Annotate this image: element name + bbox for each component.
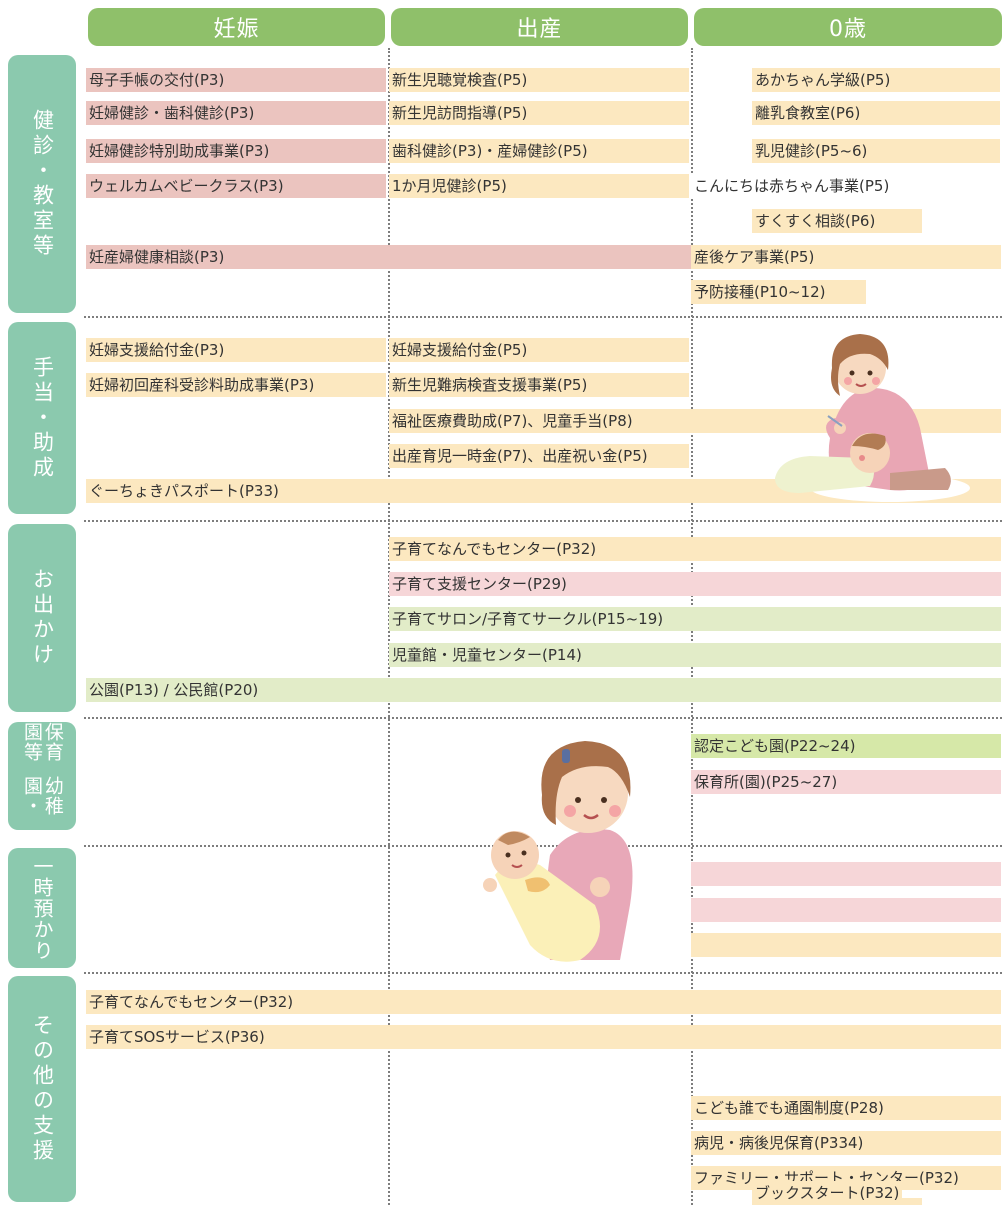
mother-holding-baby-illustration (483, 741, 633, 962)
category-temporary: 一時預かり (8, 848, 76, 968)
category-kindergarten: 幼稚園・ 保育園等 (8, 722, 76, 830)
bar (752, 68, 1000, 92)
item-akachan-gakkyu: あかちゃん学級(P5) (755, 71, 891, 89)
item-kosodate-shien-center: 子育て支援センター(P29) (392, 575, 567, 593)
item-byoji-hoiku: 病児・病後児保育(P334) (694, 1134, 864, 1152)
item-shinseiji-nanbyo: 新生児難病検査支援事業(P5) (392, 376, 588, 394)
bar (389, 643, 1001, 667)
bar (691, 734, 1001, 758)
item-rinyushoku: 離乳食教室(P6) (755, 104, 861, 122)
item-welcome-baby: ウェルカムベビークラス(P3) (89, 177, 284, 195)
bar (389, 572, 1001, 596)
item-jidokan: 児童館・児童センター(P14) (392, 646, 582, 664)
bar (691, 245, 1001, 269)
category-allowance: 手当・助成 (8, 322, 76, 514)
bar (691, 280, 866, 304)
section-divider-5 (84, 972, 1002, 974)
temporary-care-bar-1 (691, 862, 1001, 886)
item-shussan-ikuji: 出産育児一時金(P7)、出産祝い金(P5) (392, 447, 648, 465)
category-outing: お出かけ (8, 524, 76, 712)
item-kodomo-daredemo: こども誰でも通園制度(P28) (694, 1099, 884, 1117)
bar (86, 139, 386, 163)
column-header-pregnancy: 妊娠 (88, 8, 385, 46)
bar (389, 101, 689, 125)
item-guchoki: ぐーちょきパスポート(P33) (89, 482, 279, 500)
item-kosodate-salon: 子育てサロン/子育てサークル(P15~19) (392, 610, 664, 628)
item-konnichiwa: こんにちは赤ちゃん事業(P5) (691, 174, 893, 198)
bar (389, 68, 689, 92)
column-header-age0: 0歳 (694, 8, 1002, 46)
bar (752, 209, 922, 233)
bar (389, 338, 689, 362)
bar (86, 101, 386, 125)
bar (389, 174, 689, 198)
bar (86, 1025, 1001, 1049)
bar (389, 607, 1001, 631)
bar (752, 139, 1000, 163)
category-kindergarten-line2: 保育園等 (21, 722, 64, 762)
item-nintei-kodomoen: 認定こども園(P22~24) (694, 737, 856, 755)
temporary-care-bar-3 (691, 933, 1001, 957)
bar (389, 537, 1001, 561)
bar (691, 770, 1001, 794)
item-nyuji-kenshin: 乳児健診(P5~6) (755, 142, 868, 160)
item-kosodate-nandemo-2: 子育てなんでもセンター(P32) (89, 993, 294, 1011)
bar (86, 373, 386, 397)
bar (691, 1131, 1001, 1155)
column-header-birth: 出産 (391, 8, 688, 46)
item-hoikusho: 保育所(園)(P25~27) (694, 773, 838, 791)
item-sukusuku: すくすく相談(P6) (755, 212, 876, 230)
bar (86, 68, 386, 92)
section-divider-3 (84, 717, 1002, 719)
item-ninpu-shien-1: 妊婦支援給付金(P3) (89, 341, 225, 359)
temporary-care-bar-2 (691, 898, 1001, 922)
mother-feeding-baby-illustration (775, 334, 970, 502)
section-divider-1 (84, 316, 1002, 318)
item-shinseiji-houmon: 新生児訪問指導(P5) (392, 104, 528, 122)
item-ninpu-shoshin: 妊婦初回産科受診料助成事業(P3) (89, 376, 315, 394)
item-ninpu-tokubetsu: 妊婦健診特別助成事業(P3) (89, 142, 270, 160)
item-bookstart: ブックスタート(P32) (752, 1181, 903, 1205)
item-ikkagetsu: 1か月児健診(P5) (392, 177, 507, 195)
bar (691, 1096, 1001, 1120)
item-yobo-sesshu: 予防接種(P10~12) (694, 283, 826, 301)
item-shinseiji-choukaku: 新生児聴覚検査(P5) (392, 71, 528, 89)
bar (752, 101, 1000, 125)
item-kosodate-nandemo-1: 子育てなんでもセンター(P32) (392, 540, 597, 558)
category-kindergarten-line1: 幼稚園・ (21, 776, 64, 816)
bar (86, 245, 691, 269)
bar (86, 174, 386, 198)
item-kosodate-sos: 子育てSOSサービス(P36) (89, 1028, 265, 1046)
category-checkups: 健診・教室等 (8, 55, 76, 313)
bar (389, 139, 689, 163)
item-ninsanpu-soudan: 妊産婦健康相談(P3) (89, 248, 225, 266)
item-koen: 公園(P13) / 公民館(P20) (89, 681, 259, 699)
bar (389, 444, 689, 468)
section-divider-2 (84, 520, 1002, 522)
item-ninpu-shien-2: 妊婦支援給付金(P5) (392, 341, 528, 359)
category-other: その他の支援 (8, 976, 76, 1202)
item-fukushi-iryo: 福祉医療費助成(P7)、児童手当(P8) (392, 412, 633, 430)
section-divider-4 (84, 845, 1002, 847)
bar (389, 373, 689, 397)
item-ninpu-kenshin: 妊婦健診・歯科健診(P3) (89, 104, 255, 122)
bar (86, 338, 386, 362)
bar (86, 990, 1001, 1014)
bar (86, 678, 1001, 702)
item-shika-sanpu: 歯科健診(P3)・産婦健診(P5) (392, 142, 588, 160)
item-boshi-techo: 母子手帳の交付(P3) (89, 71, 225, 89)
item-sango-care: 産後ケア事業(P5) (694, 248, 815, 266)
